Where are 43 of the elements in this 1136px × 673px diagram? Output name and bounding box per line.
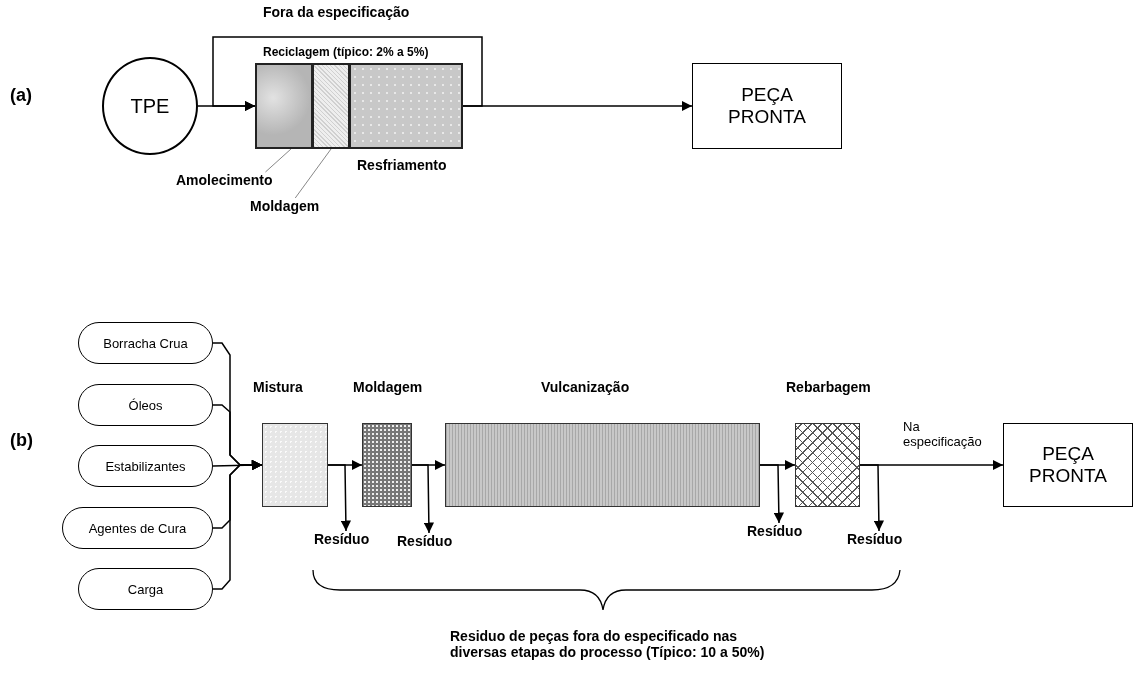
node-label: Agentes de Cura (88, 520, 187, 536)
input-pill (62, 507, 213, 549)
panel-label: (a) (10, 85, 32, 106)
arrow (327, 464, 352, 532)
step-label: Resíduo (314, 531, 378, 551)
note-text: Residuo de peças fora do especificado nas diversas etapas do processo (Típico: 10 a 50%) (450, 628, 766, 660)
input-pill (78, 384, 213, 426)
process-segment (312, 63, 350, 149)
step-heading: Mistura (253, 379, 303, 395)
result-box (692, 63, 842, 149)
step-heading: Rebarbagem (786, 379, 871, 395)
node-label: PEÇA PRONTA (1028, 443, 1108, 487)
input-pill (78, 322, 213, 364)
edge-label: Na especificação (903, 419, 983, 449)
panel-label: (b) (10, 430, 33, 451)
step-heading: Vulcanização (541, 379, 630, 395)
arrow (212, 459, 263, 590)
node-label: Estabilizantes (105, 458, 186, 474)
step-heading: Moldagem (353, 379, 423, 395)
step-label: Amolecimento (176, 172, 280, 192)
input-pill (78, 445, 213, 487)
step-label: Resíduo (847, 531, 911, 551)
node-label: Borracha Crua (103, 335, 188, 351)
leader-line (294, 148, 332, 199)
step-label: Moldagem (250, 198, 328, 218)
node-label: TPE (130, 94, 170, 118)
arrow (411, 464, 435, 534)
step-label: Resíduo (747, 523, 811, 543)
arrow (759, 464, 785, 524)
arrow (859, 464, 885, 532)
arrow (462, 100, 693, 112)
arrow (197, 100, 256, 112)
step-heading: Resfriamento (357, 157, 447, 173)
input-pill (78, 568, 213, 610)
process-segment (255, 63, 313, 149)
step-label: Resíduo (397, 533, 461, 553)
node-label: PEÇA PRONTA (727, 84, 807, 128)
node-label: Carga (127, 581, 164, 597)
node-label: Óleos (128, 397, 163, 413)
edge-label: Fora da especificação (263, 4, 410, 20)
annotation: Reciclagem (típico: 2% a 5%) (263, 45, 429, 59)
result-box (1003, 423, 1133, 507)
leader-line (264, 148, 292, 173)
